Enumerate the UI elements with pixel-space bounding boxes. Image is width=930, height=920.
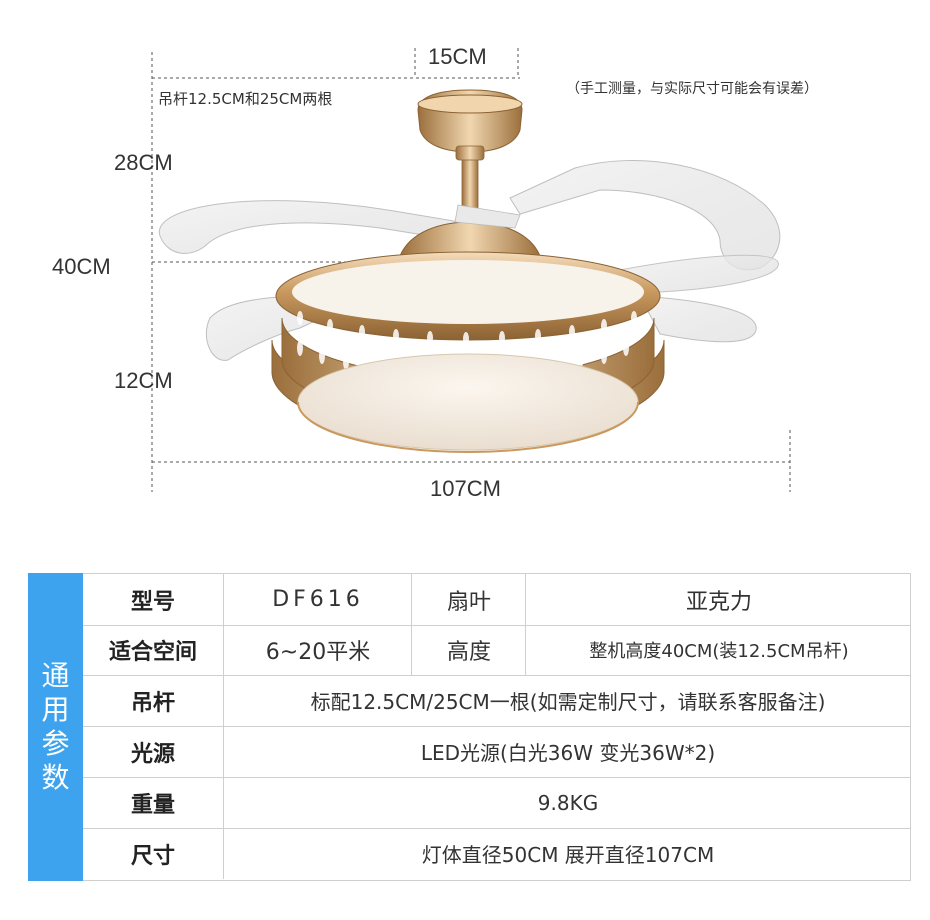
span-label: 107CM xyxy=(430,476,501,501)
spec-row-weight: 重量 9.8KG xyxy=(83,777,911,829)
spec-row-size: 尺寸 灯体直径50CM 展开直径107CM xyxy=(83,828,911,881)
product-dimension-diagram: 15CM 吊杆12.5CM和25CM两根 （手工测量，与实际尺寸可能会有误差） … xyxy=(52,44,818,501)
spec-label: 型号 xyxy=(130,589,175,615)
spec-value: 标配12.5CM/25CM一根(如需定制尺寸，请联系客服备注) xyxy=(223,675,912,726)
lamp-height-label: 12CM xyxy=(114,368,173,393)
spec-side-label: 通用参数 xyxy=(28,573,83,881)
spec-grid: 型号 DF616 扇叶 亚克力 适合空间 6~20平米 高度 整机高度40CM(… xyxy=(83,573,911,881)
spec-grid-border xyxy=(910,573,911,881)
fan-illustration xyxy=(151,48,791,492)
spec-value: 灯体直径50CM 展开直径107CM xyxy=(223,828,912,879)
spec-value-secondary: 整机高度40CM(装12.5CM吊杆) xyxy=(525,624,912,675)
spec-value: DF616 xyxy=(223,574,412,625)
spec-row-model: 型号 DF616 扇叶 亚克力 xyxy=(83,573,911,626)
measure-note: （手工测量，与实际尺寸可能会有误差） xyxy=(566,81,818,97)
rod-height-label: 28CM xyxy=(114,150,173,175)
spec-label-secondary: 扇叶 xyxy=(411,574,526,625)
spec-label: 适合空间 xyxy=(108,639,197,665)
top-width-label: 15CM xyxy=(428,44,487,69)
spec-label: 光源 xyxy=(130,741,175,767)
spec-label: 吊杆 xyxy=(130,690,175,716)
spec-row-rod: 吊杆 标配12.5CM/25CM一根(如需定制尺寸，请联系客服备注) xyxy=(83,675,911,727)
spec-label-secondary: 高度 xyxy=(411,624,526,675)
rod-note: 吊杆12.5CM和25CM两根 xyxy=(158,90,333,108)
spec-value-secondary: 亚克力 xyxy=(525,574,912,625)
lamp-body xyxy=(271,251,665,454)
spec-table: 通用参数 型号 DF616 扇叶 亚克力 适合空间 6~20平米 高度 整机高度… xyxy=(28,573,911,881)
total-height-label: 40CM xyxy=(52,254,111,279)
spec-row-space: 适合空间 6~20平米 高度 整机高度40CM(装12.5CM吊杆) xyxy=(83,624,911,676)
spec-label: 尺寸 xyxy=(130,843,175,869)
spec-row-light: 光源 LED光源(白光36W 变光36W*2) xyxy=(83,726,911,778)
spec-value: 9.8KG xyxy=(223,777,912,828)
spec-label: 重量 xyxy=(130,792,175,818)
spec-value: LED光源(白光36W 变光36W*2) xyxy=(223,726,912,777)
canopy-and-rod xyxy=(399,89,541,257)
fan-blades xyxy=(158,159,781,361)
spec-value: 6~20平米 xyxy=(223,624,412,675)
